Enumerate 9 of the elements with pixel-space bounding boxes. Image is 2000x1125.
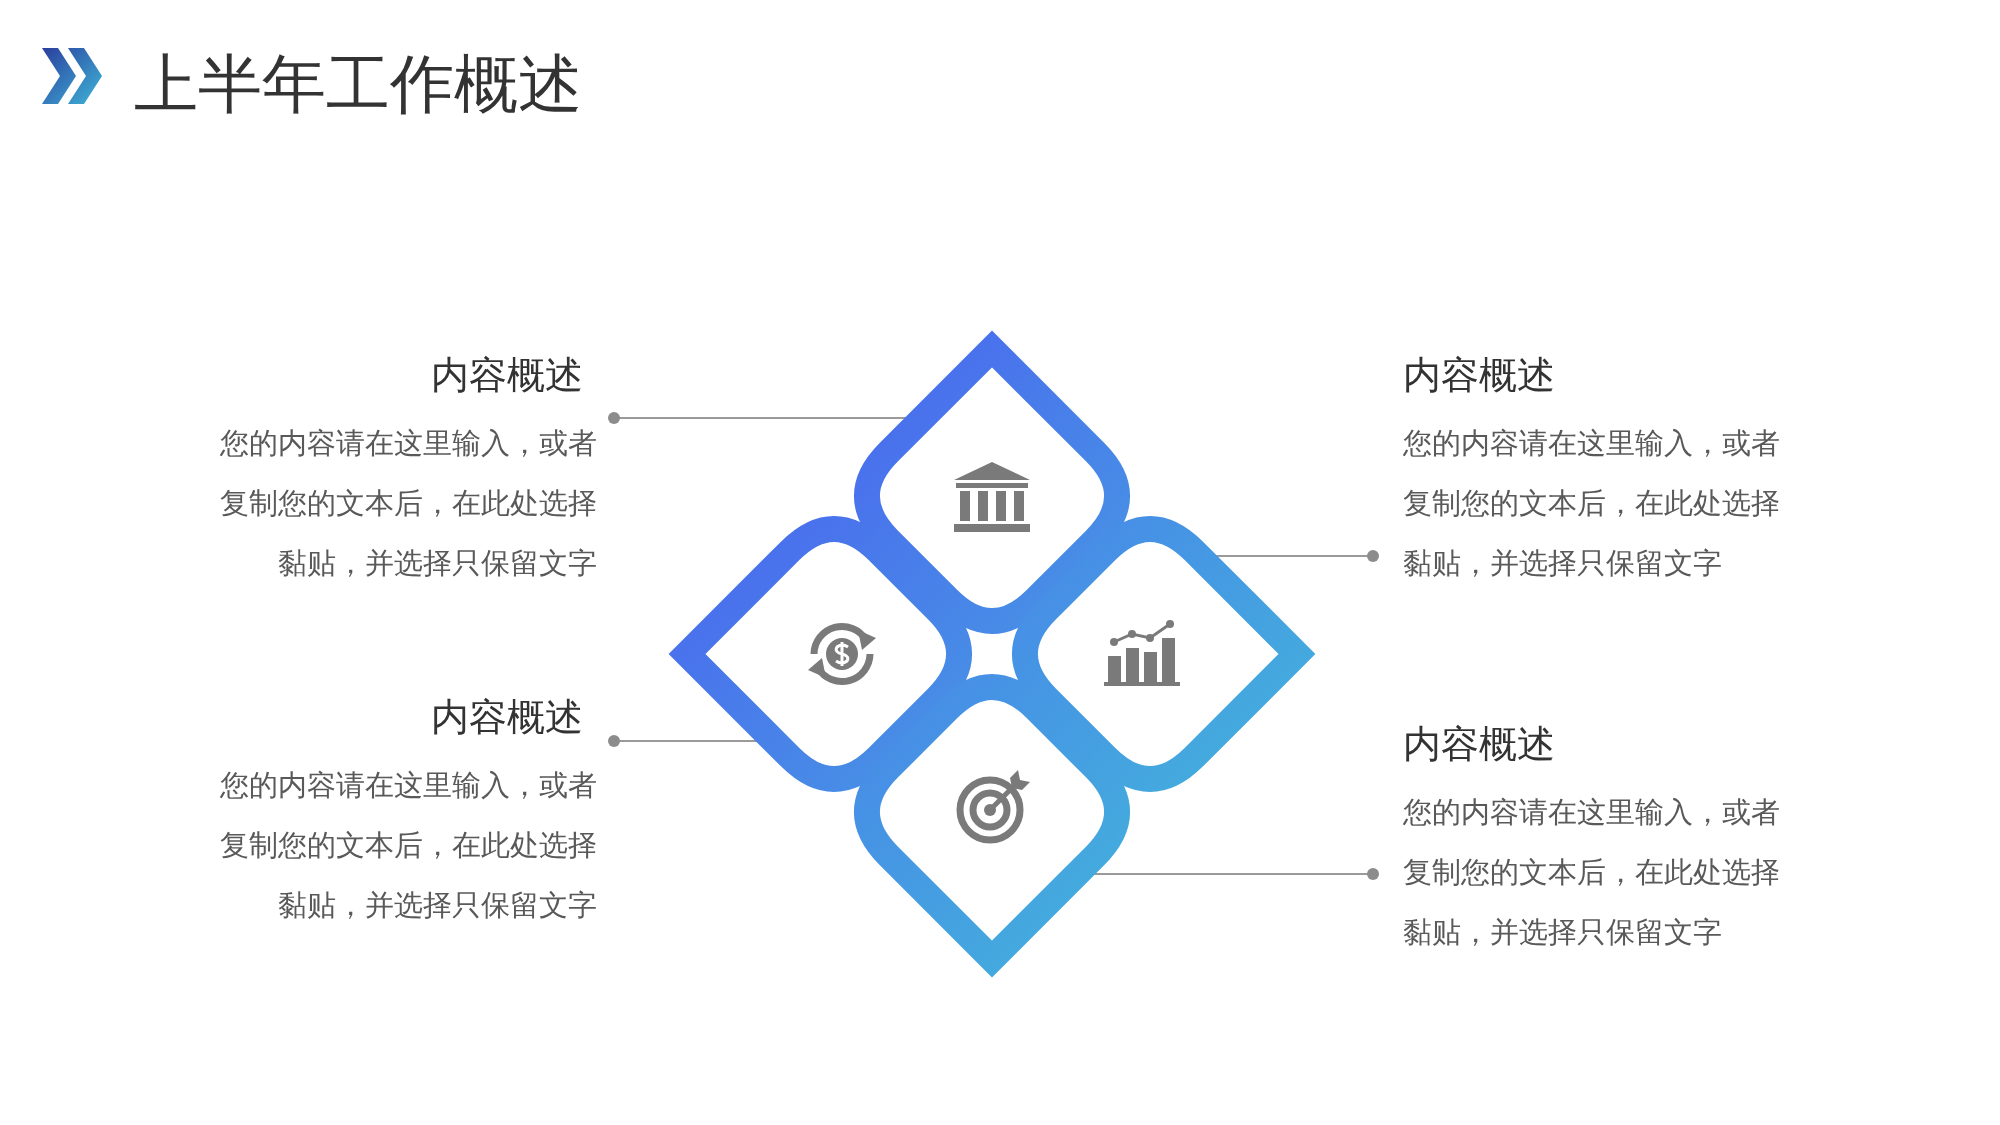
body-text: 您的内容请在这里输入，或者复制您的文本后，在此处选择黏贴，并选择只保留文字 xyxy=(219,768,597,923)
heading: 内容概述 xyxy=(430,695,584,740)
heading: 内容概述 xyxy=(1403,353,1556,398)
body-text: 您的内容请在这里输入，或者复制您的文本后，在此处选择黏贴，并选择只保留文字 xyxy=(1403,795,1781,950)
body-text: 您的内容请在这里输入，或者复制您的文本后，在此处选择黏贴，并选择只保留文字 xyxy=(219,426,597,581)
title: 上半年工作概述 xyxy=(134,47,582,122)
body-text: 您的内容请在这里输入，或者复制您的文本后，在此处选择黏贴，并选择只保留文字 xyxy=(1403,426,1781,581)
heading: 内容概述 xyxy=(1403,722,1556,767)
heading: 内容概述 xyxy=(430,353,584,398)
